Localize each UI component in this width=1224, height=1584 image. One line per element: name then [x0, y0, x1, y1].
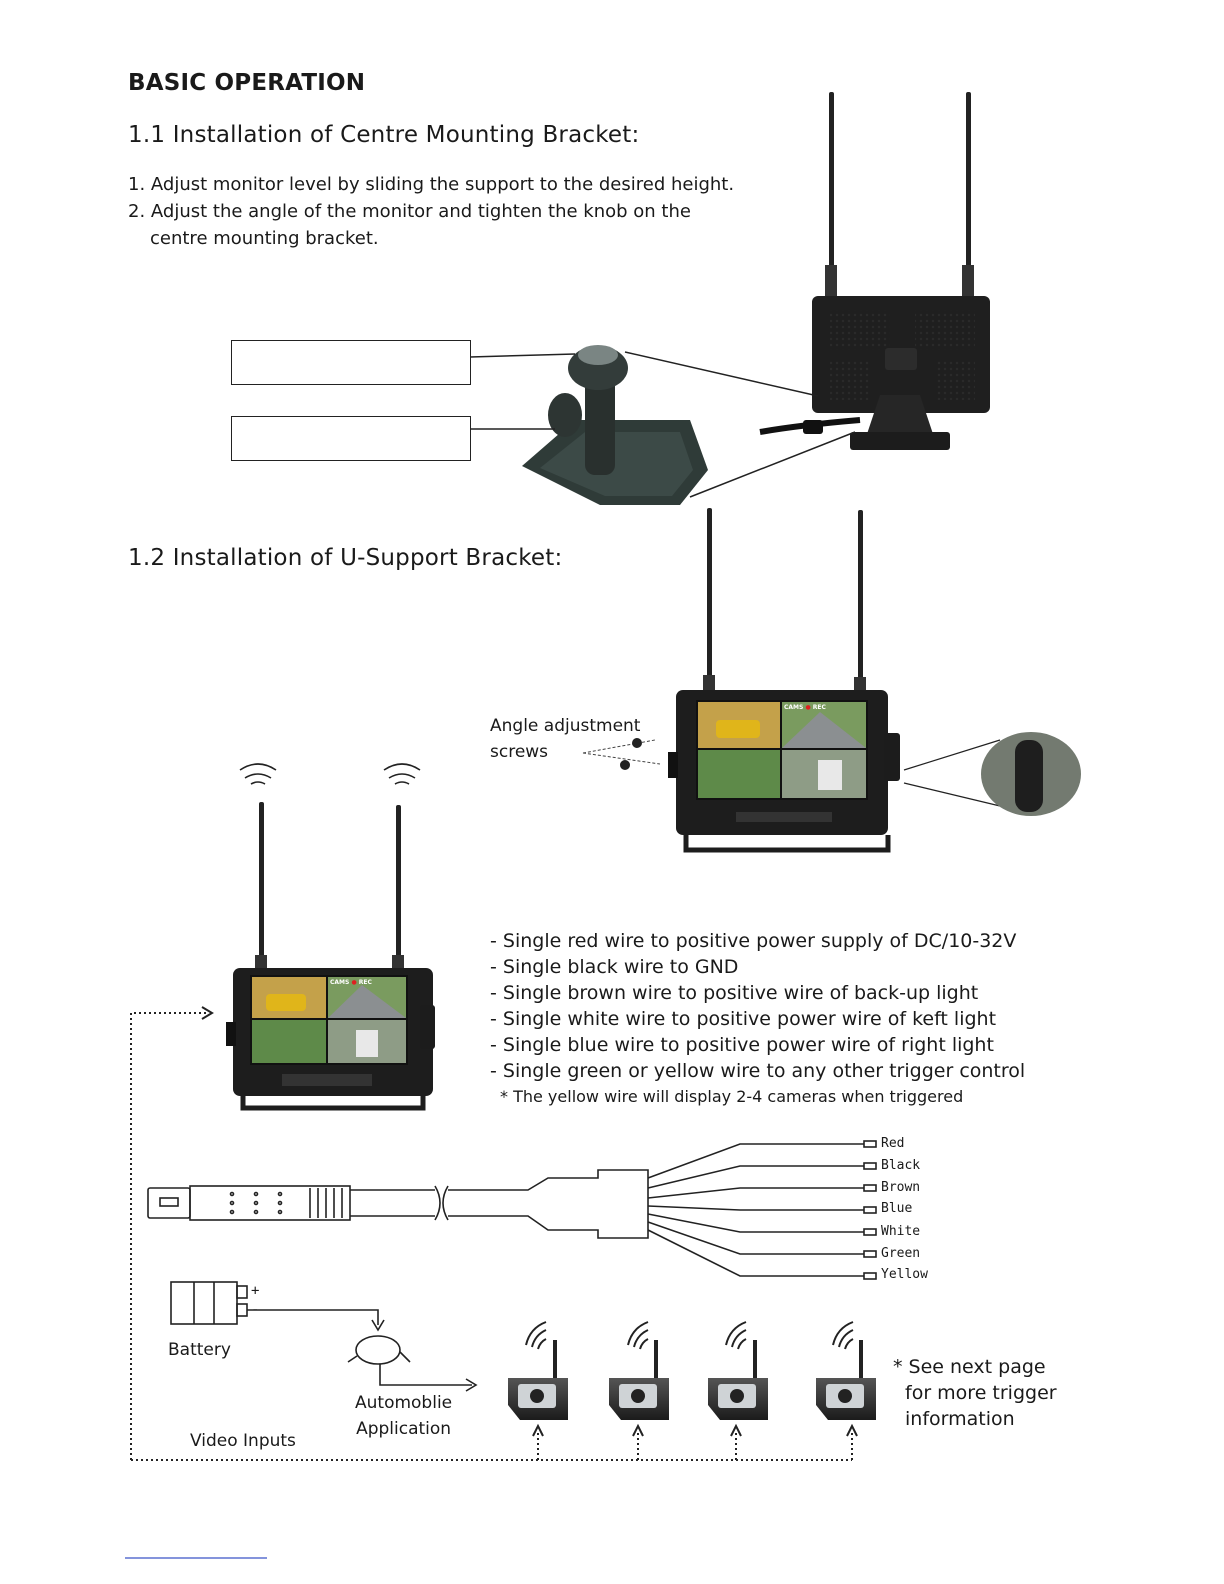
battery-icon [170, 1281, 385, 1332]
screen-rec-text: REC [812, 704, 826, 711]
automobile-label-line-2: Application [356, 1419, 452, 1439]
wire-instruction-white: - Single white wire to positive power wi… [490, 1008, 997, 1030]
antenna-right [966, 92, 971, 272]
centre-bracket-illustration [469, 345, 856, 505]
callout-box-base [231, 416, 471, 461]
wire-label-white: White [881, 1224, 921, 1239]
section-1-heading: 1.1 Installation of Centre Mounting Brac… [128, 122, 640, 148]
wire-instruction-red: - Single red wire to positive power supp… [490, 930, 1017, 952]
screen-brand-text: CAMS [330, 979, 350, 986]
wire-label-red: Red [881, 1136, 905, 1151]
battery-plus: + [251, 1283, 260, 1299]
monitor-3-screen-brand: CAMS ● REC [330, 979, 372, 986]
wire-label-black: Black [881, 1158, 921, 1173]
see-next-line-1: * See next page [893, 1356, 1046, 1378]
monitor-wireless-illustration [226, 763, 435, 1111]
video-input-lines [130, 1006, 858, 1461]
wire-instruction-green-yellow: - Single green or yellow wire to any oth… [490, 1060, 1026, 1082]
wireless-signal-icon [383, 763, 421, 771]
wiring-instructions: - Single red wire to positive power supp… [490, 928, 1025, 1110]
wire-label-blue: Blue [881, 1201, 913, 1216]
bracket-post [585, 375, 615, 475]
wire-label-green: Green [881, 1246, 921, 1261]
monitor-rear-illustration [759, 92, 990, 450]
screen-brand-text: CAMS [784, 704, 804, 711]
camera-2-icon [609, 1321, 669, 1420]
wire-label-yellow: Yellow [881, 1267, 928, 1282]
automobile-label-line-1: Automoblie [355, 1393, 453, 1413]
angle-adjustment-label: Angle adjustment screws [490, 713, 640, 765]
wiring-harness-illustration [147, 1140, 877, 1280]
page-title: BASIC OPERATION [128, 70, 366, 96]
section-2-heading: 1.2 Installation of U-Support Bracket: [128, 545, 563, 571]
step-2-continued: centre mounting bracket. [150, 228, 379, 249]
monitor-2-screen-brand: CAMS ● REC [784, 704, 826, 711]
connector-pins-icon [229, 1191, 283, 1215]
video-inputs-label: Video Inputs [190, 1431, 296, 1451]
step-1: 1. Adjust monitor level by sliding the s… [128, 174, 735, 195]
see-next-line-3: information [905, 1408, 1015, 1430]
wire-instruction-brown: - Single brown wire to positive wire of … [490, 982, 979, 1004]
wire-label-brown: Brown [881, 1180, 921, 1195]
monitor-u-bracket-illustration [582, 508, 1081, 853]
automobile-label: Automoblie Application [355, 1390, 452, 1442]
callout-box-knob [231, 340, 471, 385]
camera-4-icon [816, 1321, 876, 1420]
wireless-signal-icon [239, 763, 277, 771]
screen-rec-text: REC [358, 979, 372, 986]
wire-note: * The yellow wire will display 2-4 camer… [500, 1087, 964, 1106]
see-next-page-note: * See next page for more trigger informa… [893, 1354, 1057, 1432]
angle-label-line-1: Angle adjustment [490, 716, 641, 736]
antenna-left [829, 92, 834, 272]
see-next-line-2: for more trigger [905, 1382, 1057, 1404]
wire-instruction-black: - Single black wire to GND [490, 956, 739, 978]
camera-3-icon [708, 1321, 768, 1420]
wire-instruction-blue: - Single blue wire to positive power wir… [490, 1034, 994, 1056]
automobile-cable-icon [347, 1335, 478, 1392]
camera-1-icon [508, 1321, 568, 1420]
battery-label: Battery [168, 1340, 231, 1360]
step-2: 2. Adjust the angle of the monitor and t… [128, 201, 691, 222]
angle-label-line-2: screws [490, 742, 549, 762]
